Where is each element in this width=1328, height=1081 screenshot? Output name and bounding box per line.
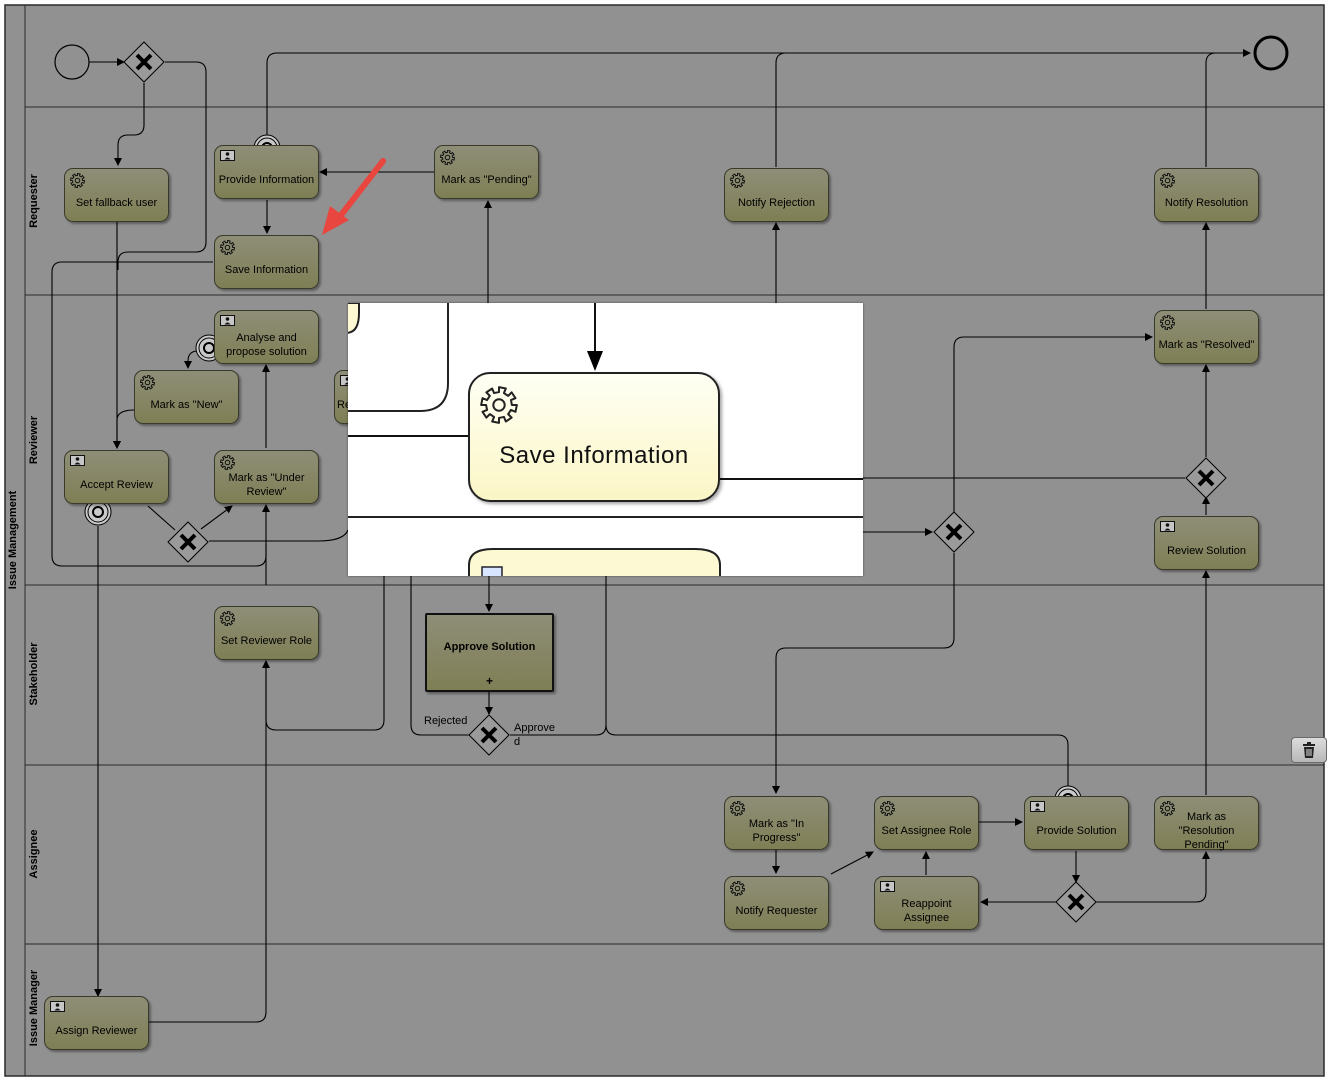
gear-icon xyxy=(219,454,236,471)
end-event[interactable] xyxy=(1253,35,1289,71)
task-analyse-propose-solution[interactable]: Analyse and propose solution xyxy=(214,310,319,364)
task-label: Accept Review xyxy=(80,479,153,491)
lane-label-reviewer: Reviewer xyxy=(28,415,40,465)
task-notify-requester[interactable]: Notify Requester xyxy=(724,876,829,930)
gear-icon xyxy=(139,374,156,391)
exclusive-gateway[interactable] xyxy=(1185,457,1227,499)
gear-icon xyxy=(1159,172,1176,189)
gear-icon xyxy=(480,386,518,424)
exclusive-gateway[interactable] xyxy=(167,521,209,563)
lane-label-stakeholder: Stakeholder xyxy=(28,642,40,706)
start-event[interactable] xyxy=(54,44,90,80)
task-label: Provide Solution xyxy=(1036,825,1117,837)
task-assign-reviewer[interactable]: Assign Reviewer xyxy=(44,996,149,1050)
task-label: Reappoint Assignee xyxy=(901,898,952,924)
task-label: Mark as "New" xyxy=(150,399,223,411)
gear-icon xyxy=(729,880,746,897)
user-task-icon xyxy=(50,1001,66,1017)
pool-label: Issue Management xyxy=(7,490,19,590)
expand-marker[interactable]: + xyxy=(485,674,494,688)
delete-button[interactable] xyxy=(1291,737,1327,763)
task-label: Mark as "Resolution Pending" xyxy=(1178,811,1235,851)
task-label: Review Solution xyxy=(1167,545,1246,557)
task-accept-review[interactable]: Accept Review xyxy=(64,450,169,504)
task-label: Notify Rejection xyxy=(737,197,816,209)
task-label: Mark as "In Progress" xyxy=(748,818,805,844)
exclusive-gateway[interactable] xyxy=(468,714,510,756)
zoom-task-save-information: Save Information xyxy=(468,372,720,502)
task-save-information[interactable]: Save Information xyxy=(214,235,319,289)
task-label: Analyse and propose solution xyxy=(226,332,307,358)
task-mark-in-progress[interactable]: Mark as "In Progress" xyxy=(724,796,829,850)
task-mark-new[interactable]: Mark as "New" xyxy=(134,370,239,424)
task-label: Approve Solution xyxy=(443,640,536,653)
task-mark-under-review[interactable]: Mark as "Under Review" xyxy=(214,450,319,504)
task-set-fallback-user[interactable]: Set fallback user xyxy=(64,168,169,222)
task-label: Mark as "Under Review" xyxy=(228,472,305,498)
lane-label-assignee: Assignee xyxy=(28,829,40,879)
task-set-reviewer-role[interactable]: Set Reviewer Role xyxy=(214,606,319,660)
zoom-lines xyxy=(348,303,863,576)
user-task-icon xyxy=(1030,801,1046,817)
highlight-arrow xyxy=(322,158,386,235)
gear-icon xyxy=(219,239,236,256)
task-label: Mark as "Pending" xyxy=(441,174,532,186)
gear-icon xyxy=(1159,800,1176,817)
sequence-flows xyxy=(51,49,1251,1023)
exclusive-gateway[interactable] xyxy=(1055,881,1097,923)
lane-label-requester: Requester xyxy=(28,174,40,228)
task-label: Notify Resolution xyxy=(1164,197,1249,209)
trash-icon xyxy=(1303,742,1315,758)
task-set-assignee-role[interactable]: Set Assignee Role xyxy=(874,796,979,850)
task-label: Set fallback user xyxy=(75,197,158,209)
exclusive-gateway[interactable] xyxy=(123,41,165,83)
task-label: Set Assignee Role xyxy=(881,825,972,837)
task-reappoint-assignee[interactable]: Reappoint Assignee xyxy=(874,876,979,930)
user-task-icon xyxy=(220,315,236,331)
subprocess-approve-solution[interactable]: Approve Solution + xyxy=(425,613,554,692)
task-provide-solution[interactable]: Provide Solution xyxy=(1024,796,1129,850)
gear-icon xyxy=(729,172,746,189)
task-label: Re xyxy=(337,399,352,411)
gear-icon xyxy=(219,610,236,627)
task-mark-resolution-pending[interactable]: Mark as "Resolution Pending" xyxy=(1154,796,1259,851)
user-task-icon xyxy=(220,150,236,166)
flow-label-rejected: Rejected xyxy=(424,715,468,727)
flow-label-approved-wrap: d xyxy=(514,736,521,748)
gear-icon xyxy=(439,149,456,166)
task-notify-rejection[interactable]: Notify Rejection xyxy=(724,168,829,222)
task-label: Set Reviewer Role xyxy=(220,635,313,647)
gear-icon xyxy=(1159,314,1176,331)
task-label: Notify Requester xyxy=(735,905,818,917)
user-task-icon xyxy=(70,455,86,471)
gear-icon xyxy=(69,172,86,189)
zoom-task-label: Save Information xyxy=(499,442,689,469)
task-mark-pending[interactable]: Mark as "Pending" xyxy=(434,145,539,199)
zoom-inset xyxy=(348,303,863,576)
flow-label-approved: Approve xyxy=(514,722,555,734)
user-task-icon xyxy=(880,881,896,897)
task-provide-information[interactable]: Provide Information xyxy=(214,145,319,199)
lane-label-issue-manager: Issue Manager xyxy=(28,969,40,1047)
task-notify-resolution[interactable]: Notify Resolution xyxy=(1154,168,1259,222)
exclusive-gateway[interactable] xyxy=(933,511,975,553)
task-label: Mark as "Resolved" xyxy=(1158,339,1255,351)
task-label: Provide Information xyxy=(218,174,315,186)
task-label: Save Information xyxy=(224,264,309,276)
user-task-icon xyxy=(1160,521,1176,537)
gear-icon xyxy=(879,800,896,817)
task-review-solution[interactable]: Review Solution xyxy=(1154,516,1259,570)
task-mark-resolved[interactable]: Mark as "Resolved" xyxy=(1154,310,1259,364)
task-label: Assign Reviewer xyxy=(55,1025,138,1037)
gear-icon xyxy=(729,800,746,817)
